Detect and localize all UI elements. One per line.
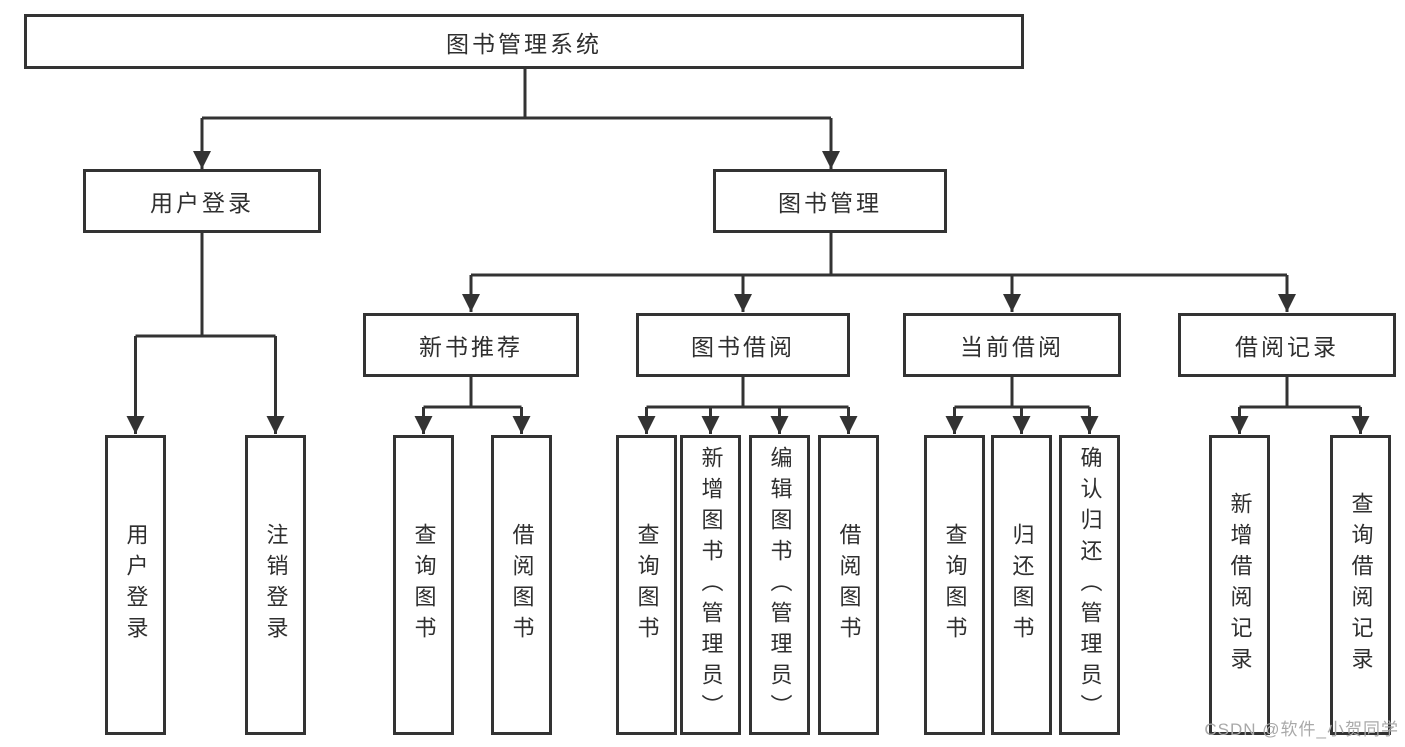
leaf-edit-book-admin: 编辑图书（管理员）	[749, 435, 810, 735]
leaf-label: 确认归还（管理员）	[1077, 445, 1103, 725]
leaf-label: 注销登录	[263, 523, 289, 647]
leaf-query-books: 查询图书	[616, 435, 677, 735]
leaf-query-books: 查询图书	[924, 435, 985, 735]
leaf-query-books: 查询图书	[393, 435, 454, 735]
leaf-label: 借阅图书	[509, 523, 535, 647]
leaf-borrow-books: 借阅图书	[491, 435, 552, 735]
leaf-return-books: 归还图书	[991, 435, 1052, 735]
node-book-borrow: 图书借阅	[636, 313, 850, 377]
node-book-management: 图书管理	[713, 169, 947, 233]
leaf-add-book-admin: 新增图书（管理员）	[680, 435, 741, 735]
node-library-management-system: 图书管理系统	[24, 14, 1024, 69]
node-new-book-recommend: 新书推荐	[363, 313, 579, 377]
csdn-watermark: CSDN @软件_小贺同学	[1204, 720, 1399, 739]
node-borrow-records: 借阅记录	[1178, 313, 1396, 377]
leaf-label: 编辑图书（管理员）	[767, 445, 793, 725]
leaf-label: 查询图书	[942, 523, 968, 647]
leaf-confirm-return-admin: 确认归还（管理员）	[1059, 435, 1120, 735]
leaf-label: 新增借阅记录	[1227, 492, 1253, 678]
leaf-label: 用户登录	[123, 523, 149, 647]
leaf-label: 新增图书（管理员）	[698, 445, 724, 725]
leaf-label: 查询图书	[634, 523, 660, 647]
leaf-add-borrow-record: 新增借阅记录	[1209, 435, 1270, 735]
leaf-label: 归还图书	[1009, 523, 1035, 647]
leaf-query-borrow-record: 查询借阅记录	[1330, 435, 1391, 735]
leaf-label: 借阅图书	[836, 523, 862, 647]
leaf-user-login: 用户登录	[105, 435, 166, 735]
node-current-borrow: 当前借阅	[903, 313, 1121, 377]
leaf-label: 查询借阅记录	[1348, 492, 1374, 678]
leaf-borrow-books: 借阅图书	[818, 435, 879, 735]
node-user-login: 用户登录	[83, 169, 321, 233]
leaf-label: 查询图书	[411, 523, 437, 647]
leaf-logout: 注销登录	[245, 435, 306, 735]
